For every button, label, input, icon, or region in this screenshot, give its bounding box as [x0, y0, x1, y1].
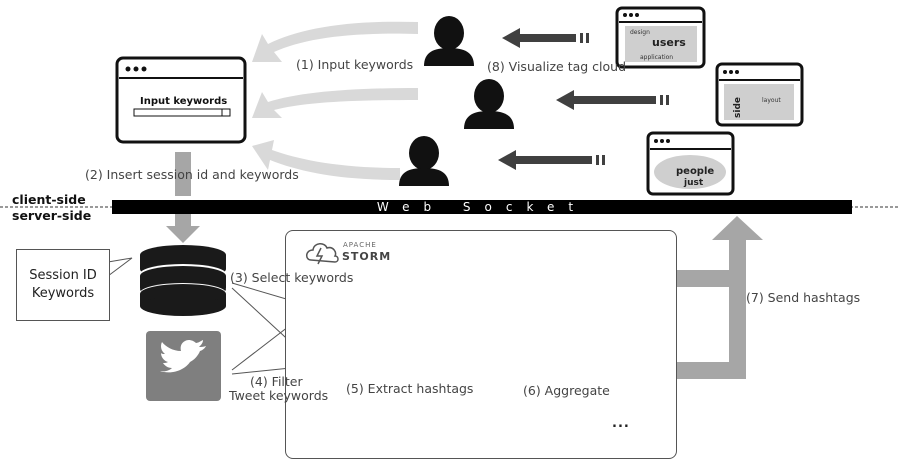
user-icon: [464, 79, 514, 129]
send-hashtags-arrow: [656, 216, 763, 379]
step-4-label-line1: (4) Filter: [250, 374, 303, 389]
keywords-text: Keywords: [31, 286, 95, 301]
tag-cloud-window: people just: [646, 131, 735, 196]
tag-cloud-window: side layout: [715, 62, 804, 127]
more-servers-ellipsis: ...: [612, 416, 630, 431]
session-id-text: Session ID: [29, 268, 97, 283]
storm-apache-label: APACHE: [343, 241, 377, 249]
step-7-label: (7) Send hashtags: [746, 290, 861, 305]
tag-word: layout: [762, 97, 781, 104]
tag-word: application: [640, 54, 673, 61]
insert-session-arrow: [166, 152, 200, 243]
tag-word: side: [733, 97, 743, 118]
tag-word: design: [630, 29, 650, 36]
client-side-label: client-side: [12, 192, 86, 207]
storm-name-label: STORM: [342, 250, 392, 263]
step-8-label: (8) Visualize tag cloud: [487, 59, 627, 74]
input-keywords-window: [115, 56, 247, 144]
tag-cloud-window: users design application: [615, 6, 706, 69]
user-icon: [424, 16, 474, 66]
storm-cluster-box: [285, 230, 677, 459]
step-2-label: (2) Insert session id and keywords: [85, 167, 299, 182]
step-1-label: (1) Input keywords: [296, 57, 414, 72]
visualize-arrows: [498, 28, 669, 170]
tag-word: just: [683, 178, 704, 188]
storm-logo-icon: [306, 243, 339, 265]
twitter-icon: [146, 331, 221, 401]
step-3-label: (3) Select keywords: [230, 270, 354, 285]
session-keywords-note: Session ID Keywords: [16, 249, 110, 321]
input-keywords-title: Input keywords: [140, 96, 228, 107]
step-6-label: (6) Aggregate: [523, 383, 610, 398]
step-5-label: (5) Extract hashtags: [346, 381, 474, 396]
server-side-label: server-side: [12, 208, 92, 223]
session-note-tail: [107, 257, 133, 277]
step-4-label-line2: Tweet keywords: [229, 388, 329, 403]
input-keywords-arrows: [252, 21, 418, 180]
database-icon: [140, 245, 226, 316]
user-icon: [399, 136, 449, 186]
websocket-bar: Web Socket: [112, 200, 852, 214]
tag-word: people: [676, 166, 714, 177]
tag-word: users: [652, 36, 686, 49]
